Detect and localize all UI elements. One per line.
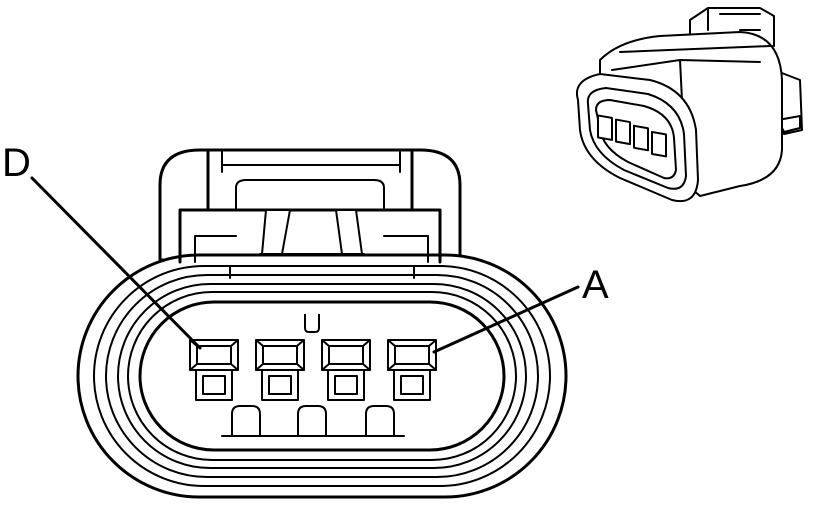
callout-a: A (432, 263, 609, 354)
callout-d: D (2, 141, 202, 350)
key-notch (304, 314, 320, 333)
callout-a-label: A (582, 263, 609, 307)
keying-ribs (221, 405, 405, 437)
seal-ring-4 (127, 291, 517, 461)
terminal-d (189, 339, 239, 401)
seal-ring-3 (117, 283, 527, 469)
connector-front-view (76, 148, 568, 499)
iso-terminals (597, 114, 667, 158)
terminal-face (138, 300, 506, 452)
terminal-b (321, 339, 371, 401)
connector-iso-view (576, 7, 803, 202)
terminal-c (255, 339, 305, 401)
seal-ring-2 (105, 274, 539, 478)
latch-assembly (178, 148, 442, 279)
terminal-a (387, 339, 437, 401)
callout-d-label: D (2, 141, 31, 185)
